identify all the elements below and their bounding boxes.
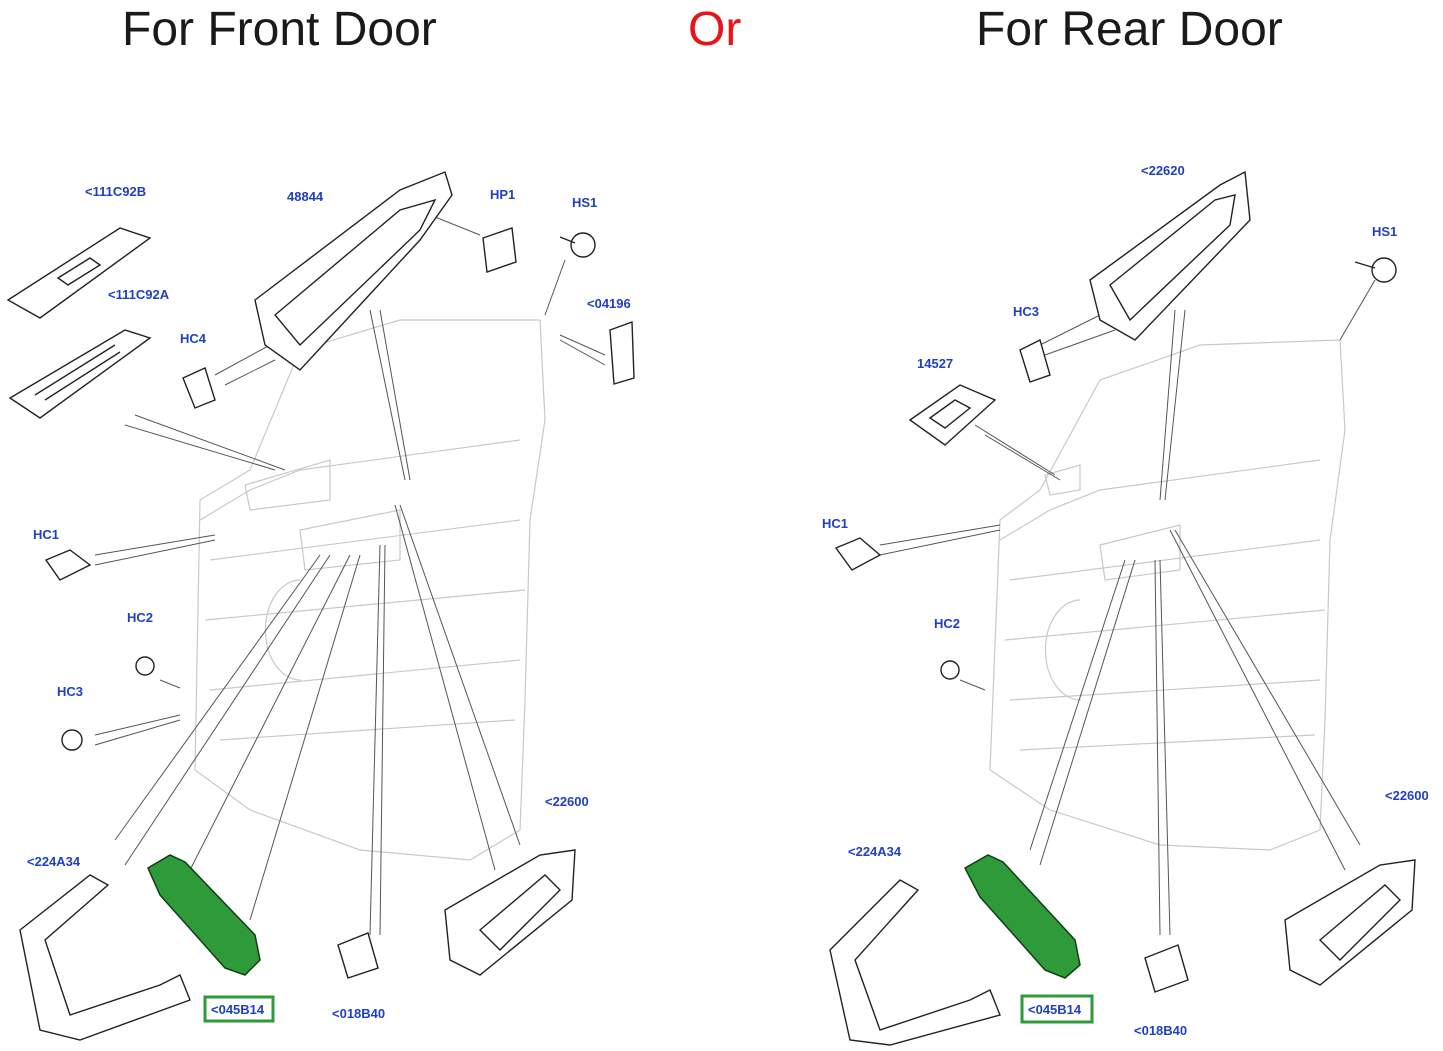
- label-hs1: HS1: [1372, 224, 1397, 239]
- or-heading: Or: [688, 3, 742, 56]
- front-door-diagram: <111C92B <111C92A 48844 HP1 HS1 <04196 H…: [6, 171, 635, 1041]
- rear-clip-hc1: [834, 537, 882, 571]
- label-hp1: HP1: [490, 187, 515, 202]
- label-hc4: HC4: [180, 331, 207, 346]
- front-clip-hc1: [44, 549, 92, 581]
- rear-door-release-22600: [1284, 859, 1416, 986]
- front-switch-bezel-111c92b: [6, 227, 152, 319]
- front-switch-pack-111c92a: [8, 329, 152, 419]
- rear-door-heading: For Rear Door: [976, 3, 1283, 56]
- label-22600: <22600: [1385, 788, 1429, 803]
- front-screw-hs1: [559, 232, 596, 258]
- front-handle-045b14-highlighted: [147, 854, 261, 976]
- rear-switch-018b40: [1144, 944, 1189, 993]
- front-045b14-highlight-box: [203, 995, 275, 1023]
- rear-door-panel: [989, 339, 1346, 851]
- label-hc3: HC3: [1013, 304, 1039, 319]
- label-hc1: HC1: [33, 527, 59, 542]
- label-22600: <22600: [545, 794, 589, 809]
- label-224a34: <224A34: [27, 854, 81, 869]
- label-111c92a: <111C92A: [108, 287, 170, 302]
- label-018b40: <018B40: [1134, 1023, 1187, 1038]
- label-045b14: <045B14: [211, 1002, 265, 1017]
- label-045b14: <045B14: [1028, 1002, 1082, 1017]
- front-trim-48844: [254, 171, 453, 371]
- label-224a34: <224A34: [848, 844, 902, 859]
- front-labels: <111C92B <111C92A 48844 HP1 HS1 <04196 H…: [27, 184, 631, 1021]
- rear-clip-hc3: [1019, 338, 1051, 383]
- rear-045b14-highlight-box: [1020, 994, 1094, 1024]
- rear-leader-lines: [879, 279, 1376, 936]
- rear-switch-14527: [908, 384, 997, 446]
- label-hc1: HC1: [822, 516, 848, 531]
- rear-screw-hs1: [1354, 257, 1397, 283]
- rear-handle-surround-224a34: [829, 879, 1001, 1046]
- front-clip-hc4: [182, 367, 216, 409]
- front-switch-018b40: [337, 932, 379, 979]
- label-hc3: HC3: [57, 684, 83, 699]
- front-door-panel: [194, 319, 546, 861]
- rear-door-diagram: <22620 HS1 HC3 14527 HC1 HC2 <22600 <224…: [822, 163, 1429, 1046]
- label-14527: 14527: [917, 356, 953, 371]
- label-018b40: <018B40: [332, 1006, 385, 1021]
- rear-trim-22620: [1089, 170, 1251, 341]
- label-hc2: HC2: [127, 610, 153, 625]
- label-48844: 48844: [287, 189, 324, 204]
- rear-clip-hc2: [940, 660, 960, 680]
- front-handle-surround-224a34: [19, 874, 191, 1041]
- front-door-heading: For Front Door: [122, 3, 437, 56]
- front-leader-lines: [94, 214, 606, 936]
- front-part-04196: [609, 321, 635, 385]
- label-hs1: HS1: [572, 195, 597, 210]
- front-clip-hc2: [135, 656, 155, 676]
- label-04196: <04196: [587, 296, 631, 311]
- front-clip-hc3: [61, 729, 83, 751]
- label-22620: <22620: [1141, 163, 1185, 178]
- label-hc2: HC2: [934, 616, 960, 631]
- front-part-hp1: [482, 227, 517, 273]
- rear-labels: <22620 HS1 HC3 14527 HC1 HC2 <22600 <224…: [822, 163, 1429, 1038]
- label-111c92b: <111C92B: [85, 184, 146, 199]
- rear-handle-045b14-highlighted: [964, 854, 1081, 979]
- front-door-release-22600: [444, 849, 576, 976]
